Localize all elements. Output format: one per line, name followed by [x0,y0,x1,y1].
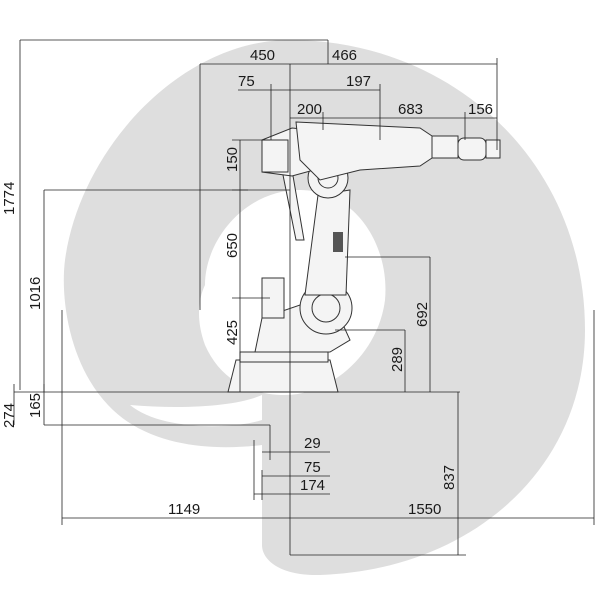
dim-bottom-29: 29 [304,435,321,452]
dim-left-1774: 1774 [1,182,18,215]
dim-left-274: 274 [1,403,18,428]
robot-base-plate [239,351,329,363]
dim-bottom-1550: 1550 [408,501,441,518]
robot-forearm [295,121,433,181]
arm-label-plate [333,232,343,252]
dimension-labels: 450 466 75 197 200 683 156 1774 1016 274… [1,47,493,518]
robot-motor-block [261,139,289,173]
dim-top-197: 197 [346,73,371,90]
dim-left-165: 165 [27,393,44,418]
dim-mid-650: 650 [224,233,241,258]
lower-joint-inner [311,293,341,323]
robot-lower-arm [304,189,351,296]
dim-top-683: 683 [398,101,423,118]
robot-wrist [431,135,459,159]
dim-bottom-1149: 1149 [168,501,200,518]
robot-base [227,359,339,393]
dim-top-156: 156 [468,101,493,118]
dim-top-450: 450 [250,47,275,64]
dim-bottom-75: 75 [304,459,321,476]
dimension-lines [13,39,595,556]
dim-mid-150: 150 [224,147,241,172]
envelope-lower-cutout [130,395,262,427]
robot-flange [457,137,487,161]
dim-top-200: 200 [297,101,322,118]
dim-top-466: 466 [332,47,357,64]
dim-right-837: 837 [441,465,458,490]
dim-right-692: 692 [414,302,431,327]
dim-right-289: 289 [389,347,406,372]
robot-tool-mount [485,139,501,159]
dim-top-75: 75 [238,73,255,90]
dim-mid-425: 425 [224,320,241,345]
robot-illustration [227,121,501,393]
dim-bottom-174: 174 [300,477,325,494]
dim-left-1016: 1016 [27,277,44,310]
